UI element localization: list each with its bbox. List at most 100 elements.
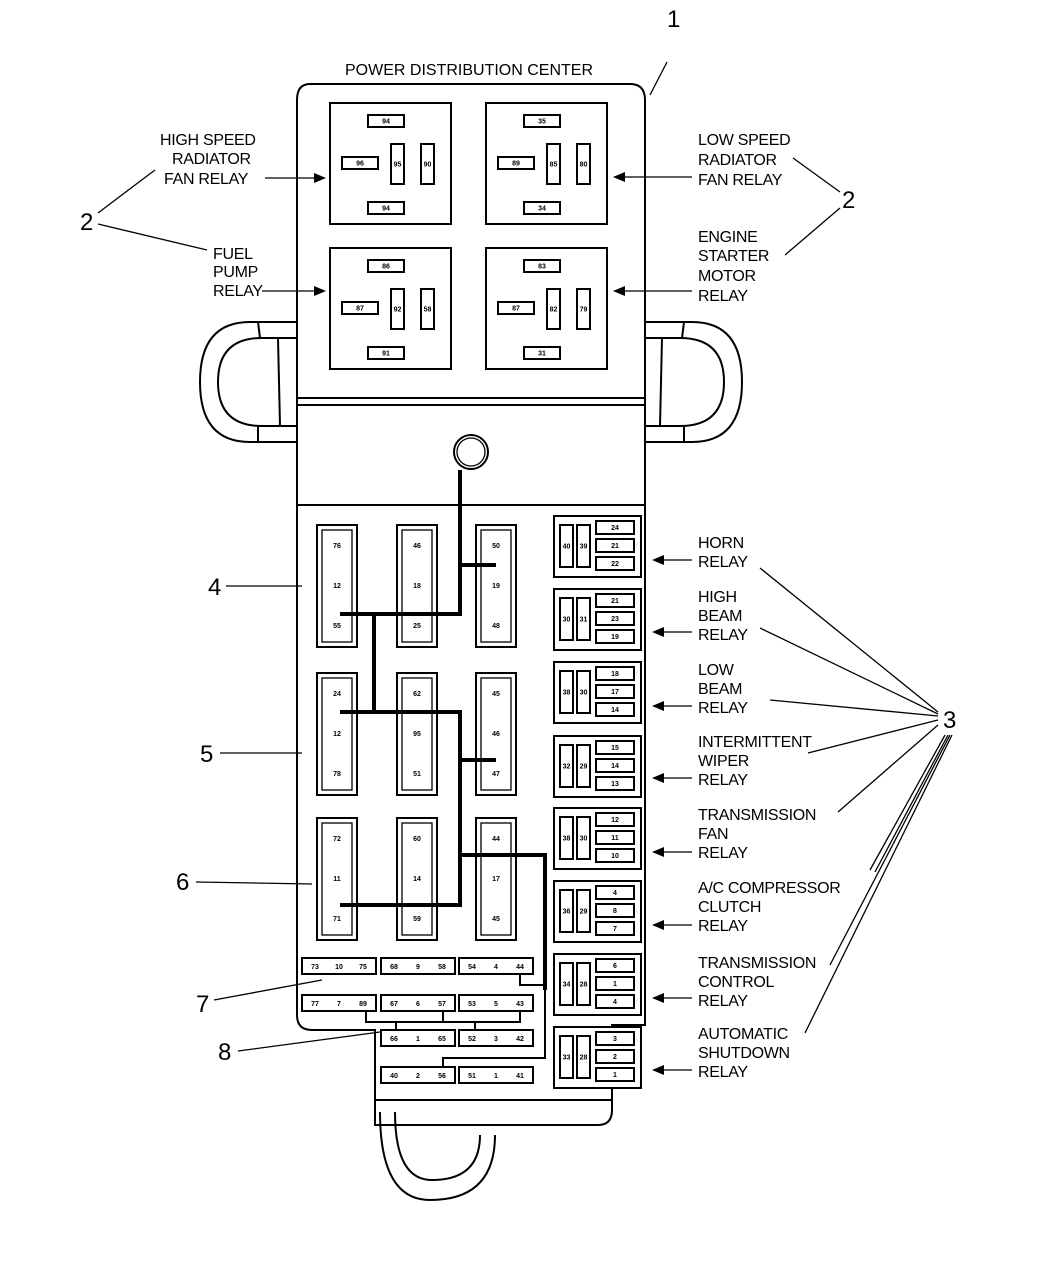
fuse-pin-label: 48: [492, 623, 500, 630]
pin-label: 8: [613, 908, 617, 915]
fuse-pin-label: 55: [333, 623, 341, 630]
fuse-pin-label: 25: [413, 623, 421, 630]
pin-label: 30: [580, 690, 588, 697]
pin-label: 39: [580, 544, 588, 551]
svg-text:RELAY: RELAY: [698, 772, 748, 789]
mini-fuse-pin: 65: [438, 1036, 446, 1043]
relay-pin: [595, 848, 635, 863]
arrow-head-icon: [652, 773, 664, 783]
mini-fuse-pin: 1: [416, 1036, 420, 1043]
fuse-pin-label: 76: [333, 543, 341, 550]
mini-fuse-pin: 75: [359, 964, 367, 971]
relay-pin: [595, 740, 635, 755]
pin-label: 95: [394, 162, 402, 169]
pin-label: 23: [611, 616, 619, 623]
pin-label: 90: [424, 162, 432, 169]
relay-pin: [595, 903, 635, 918]
pin-label: 96: [356, 161, 364, 168]
svg-text:CLUTCH: CLUTCH: [698, 899, 761, 916]
callout-7-leader: [213, 979, 323, 1001]
relay-pin: [367, 114, 405, 128]
bus-bar-mid: [340, 710, 547, 990]
relay-pin: [576, 1035, 591, 1079]
relay-pin: [576, 597, 591, 641]
pin-label: 83: [538, 264, 546, 271]
pin-label: 58: [424, 307, 432, 314]
arrow-head-icon: [652, 555, 664, 565]
mini-fuse-pin: 10: [335, 964, 343, 971]
mini-fuse-pin: 42: [516, 1036, 524, 1043]
pin-label: 17: [611, 689, 619, 696]
mini-fuse-pin: 89: [359, 1001, 367, 1008]
svg-text:FAN: FAN: [698, 826, 728, 843]
svg-text:FAN RELAY: FAN RELAY: [164, 171, 249, 188]
pdc-housing-outline: [296, 83, 646, 1126]
arrow-head-icon: [652, 920, 664, 930]
callout-3-leaders: [759, 567, 953, 1034]
fuse-pin-label: 45: [492, 916, 500, 923]
mini-fuse-bus: [365, 975, 546, 1067]
svg-text:HORN: HORN: [698, 535, 744, 552]
relay-pin: [341, 156, 379, 170]
label-low-speed-radiator-fan-relay: LOW SPEED RADIATOR FAN RELAY: [698, 132, 791, 189]
relay-pin: [595, 593, 635, 608]
relay-pin: [595, 921, 635, 936]
callout-8: 8: [218, 1039, 231, 1066]
pin-label: 85: [550, 162, 558, 169]
mini-fuse-pin: 1: [494, 1073, 498, 1080]
pin-label: 31: [580, 617, 588, 624]
pin-label: 32: [563, 764, 571, 771]
label-high-speed-radiator-fan-relay: HIGH SPEED RADIATOR FAN RELAY: [160, 132, 256, 188]
svg-text:TRANSMISSION: TRANSMISSION: [698, 807, 816, 824]
svg-text:STARTER: STARTER: [698, 248, 769, 265]
relay-pin: [559, 962, 574, 1006]
pin-label: 87: [356, 306, 364, 313]
pin-label: 29: [580, 764, 588, 771]
relay-pin: [523, 259, 561, 273]
mini-fuse-pin: 44: [516, 964, 524, 971]
bus-bar-top: [340, 470, 496, 712]
relay-pin: [595, 776, 635, 791]
relay-pin: [367, 259, 405, 273]
pin-label: 19: [611, 634, 619, 641]
svg-text:TRANSMISSION: TRANSMISSION: [698, 955, 816, 972]
svg-text:SHUTDOWN: SHUTDOWN: [698, 1045, 790, 1062]
fuse-pin-label: 24: [333, 691, 341, 698]
